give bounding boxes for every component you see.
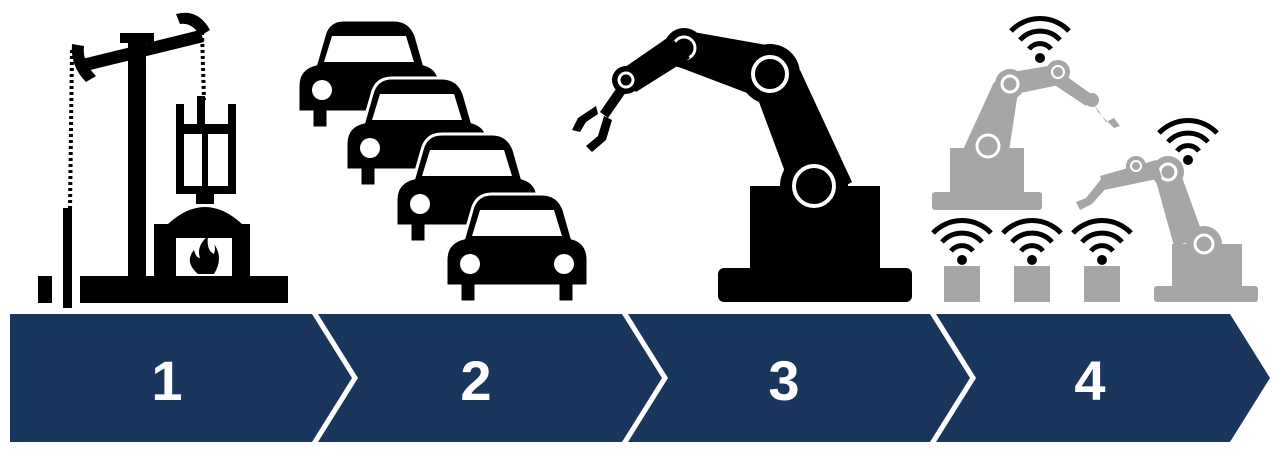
sensor-block <box>1084 266 1120 302</box>
stage-1-number: 1 <box>151 349 182 412</box>
robot-arm-icon <box>1076 156 1258 302</box>
connected-robots-wifi-icon <box>931 16 1258 302</box>
sensor-block <box>1014 266 1050 302</box>
stage-4-number: 4 <box>1074 349 1105 412</box>
stage-2-chevron <box>318 314 662 442</box>
wifi-icon <box>1071 218 1133 265</box>
mass-production-cars-icon <box>296 18 590 304</box>
wifi-icon <box>931 218 993 265</box>
sensor-block <box>944 266 980 302</box>
industrial-robot-arm-icon <box>572 28 912 302</box>
stage-4-chevron <box>936 314 1270 442</box>
car-icon <box>444 192 590 304</box>
wifi-icon <box>1157 118 1219 165</box>
wifi-icon <box>1009 16 1071 63</box>
steam-engine-icon <box>38 12 288 308</box>
wifi-icon <box>1001 218 1063 265</box>
robot-arm-icon <box>932 60 1120 210</box>
stage-2-number: 2 <box>460 349 491 412</box>
stage-1-chevron <box>10 314 352 442</box>
stage-3-chevron <box>628 314 970 442</box>
timeline-chevrons: 1 2 3 4 <box>10 314 1270 442</box>
stage-3-number: 3 <box>768 349 799 412</box>
